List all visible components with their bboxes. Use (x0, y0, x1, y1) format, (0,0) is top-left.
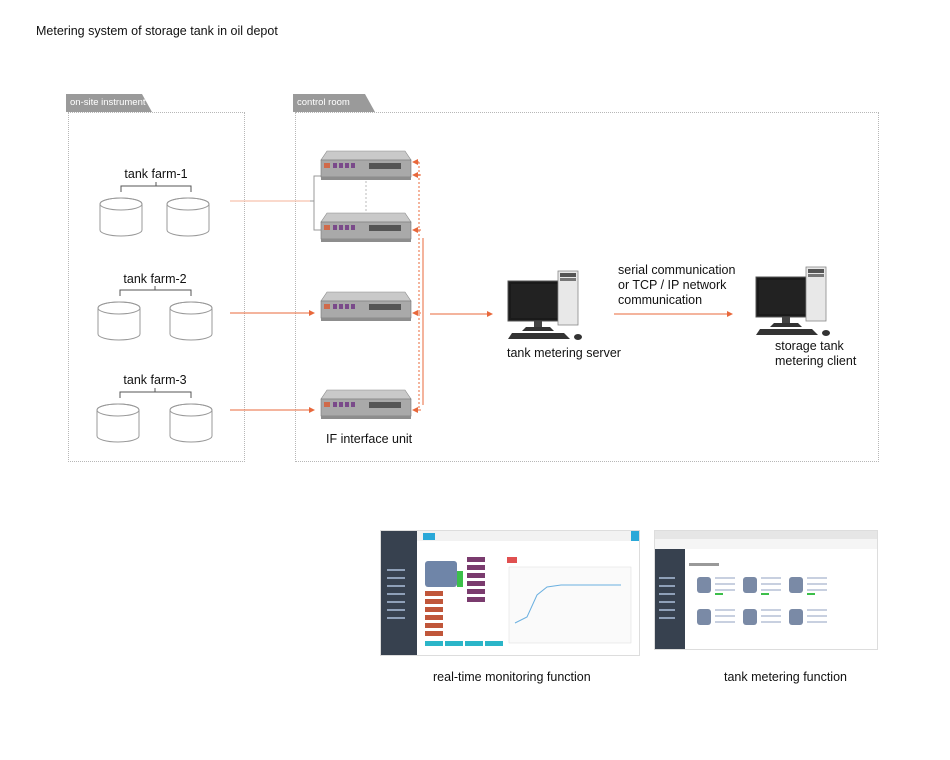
comm-label-line: communication (618, 293, 703, 307)
onsite-tab-shape (66, 94, 152, 112)
if-unit-icon (320, 150, 412, 181)
field-signal-lines (230, 175, 321, 413)
realtime-caption: real-time monitoring function (433, 670, 591, 684)
tank-icon (166, 197, 210, 237)
tank-farm-2-label: tank farm-2 (123, 272, 187, 286)
page-title: Metering system of storage tank in oil d… (36, 24, 278, 38)
tank-icon (99, 197, 143, 237)
tank-farm-1-label: tank farm-1 (124, 167, 188, 181)
realtime-thumbnail-graphic (381, 531, 639, 655)
bracket-farm-1 (120, 182, 192, 192)
if-unit-icon (320, 212, 412, 243)
metering-caption: tank metering function (724, 670, 847, 684)
control-zone-tab: control room (293, 94, 375, 112)
if-unit-icon (320, 389, 412, 420)
client-computer-icon (755, 266, 831, 337)
comm-label: serial communication or TCP / IP network… (618, 263, 735, 308)
tank-icon (169, 301, 213, 341)
realtime-monitoring-screenshot (380, 530, 640, 656)
tank-farm-3-label: tank farm-3 (123, 373, 187, 387)
control-tab-shape (293, 94, 375, 112)
tank-icon (169, 403, 213, 443)
tank-icon (97, 301, 141, 341)
server-label: tank metering server (507, 346, 621, 360)
server-computer-icon (507, 270, 583, 341)
if-unit-label: IF interface unit (326, 432, 413, 446)
client-label: storage tank metering client (775, 339, 856, 369)
onsite-zone (68, 112, 245, 462)
onsite-zone-tab: on-site instrument (66, 94, 152, 112)
client-label-line: storage tank (775, 339, 844, 353)
if-bus-lines (365, 159, 493, 413)
bracket-farm-3 (119, 388, 192, 398)
control-zone-label: control room (297, 97, 350, 108)
tank-metering-screenshot (654, 530, 878, 650)
client-label-line: metering client (775, 354, 857, 368)
control-room-zone (295, 112, 879, 462)
bracket-farm-2 (119, 286, 192, 296)
onsite-zone-label: on-site instrument (70, 97, 146, 108)
metering-thumbnail-graphic (655, 531, 877, 649)
comm-label-line: or TCP / IP network (618, 278, 727, 292)
comm-label-line: serial communication (618, 263, 736, 277)
if-unit-icon (320, 291, 412, 322)
tank-icon (96, 403, 140, 443)
